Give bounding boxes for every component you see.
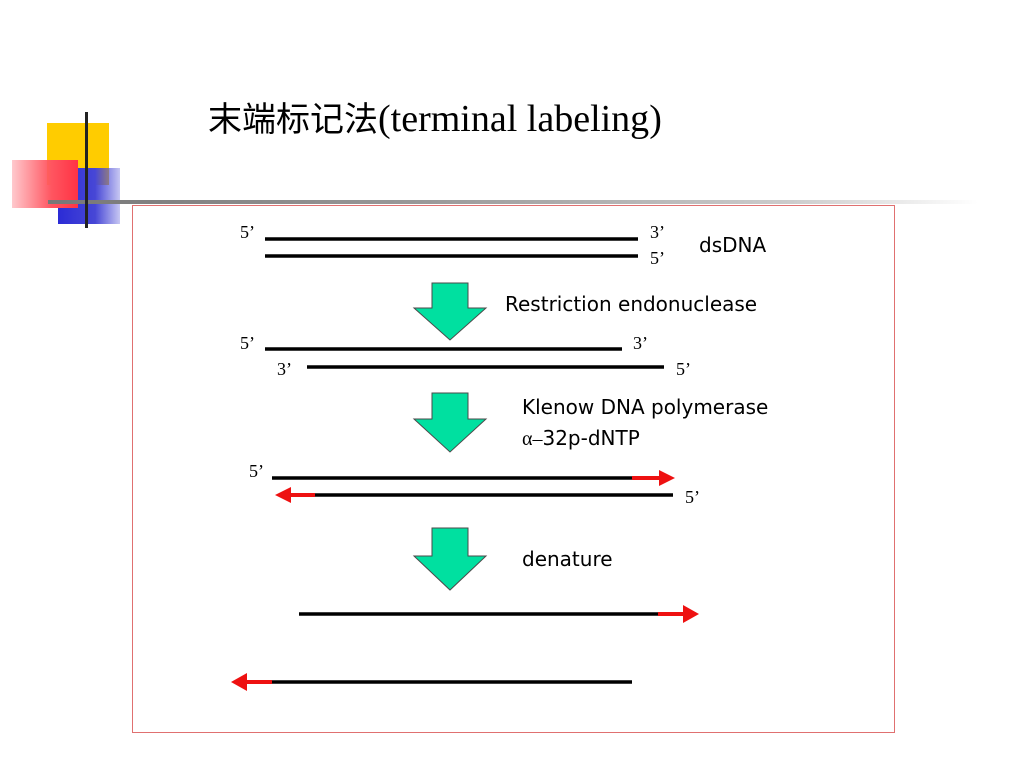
end-label-3prime: 3’ bbox=[277, 359, 292, 379]
title-paren-open: ( bbox=[378, 98, 391, 140]
down-arrow-icon bbox=[412, 282, 488, 341]
down-arrow-icon bbox=[412, 392, 488, 453]
arrow-right-icon bbox=[659, 470, 675, 486]
title-english: terminal labeling bbox=[390, 98, 650, 140]
end-label-3prime: 3’ bbox=[650, 222, 665, 242]
end-label-5prime: 5’ bbox=[249, 461, 264, 481]
arrow-left-icon bbox=[231, 673, 247, 691]
enzyme-label-klenow: Klenow DNA polymerase bbox=[522, 395, 769, 419]
title-underline-decoration bbox=[48, 200, 978, 204]
end-label-5prime: 5’ bbox=[240, 222, 255, 242]
arrow-right-icon bbox=[683, 605, 699, 623]
title-chinese: 末端标记法 bbox=[208, 100, 378, 140]
denature-label: denature bbox=[522, 547, 613, 571]
diagram-frame bbox=[132, 205, 895, 733]
arrow-left-icon bbox=[275, 487, 291, 503]
dsdna-label: dsDNA bbox=[699, 233, 767, 257]
end-label-3prime: 3’ bbox=[633, 333, 648, 353]
alpha-symbol: α– bbox=[522, 428, 543, 450]
enzyme-label-restriction: Restriction endonuclease bbox=[505, 292, 758, 316]
end-label-5prime: 5’ bbox=[676, 359, 691, 379]
title-paren-close: ) bbox=[649, 98, 662, 140]
vertical-rule-decoration bbox=[85, 112, 88, 228]
end-label-5prime: 5’ bbox=[685, 487, 700, 507]
enzyme-label-dntp: α–32p-dNTP bbox=[522, 426, 640, 451]
page-title: 末端标记法(terminal labeling) bbox=[208, 92, 662, 141]
end-label-5prime: 5’ bbox=[240, 333, 255, 353]
end-label-5prime: 5’ bbox=[650, 248, 665, 268]
down-arrow-icon bbox=[412, 527, 488, 591]
dntp-text: 32p-dNTP bbox=[542, 426, 640, 450]
